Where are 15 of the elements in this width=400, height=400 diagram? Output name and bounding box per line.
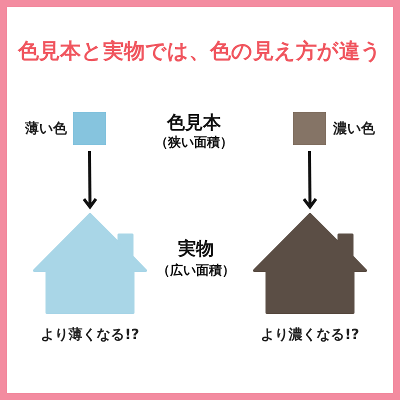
caption-text: より薄くなる!? bbox=[40, 326, 140, 344]
section-heading: 色見本 bbox=[167, 114, 221, 134]
color-swatch bbox=[293, 112, 326, 145]
section-heading: 実物 bbox=[178, 240, 214, 260]
area-note: （狭い面積） bbox=[155, 136, 233, 152]
color-swatch bbox=[73, 112, 106, 145]
arrow bbox=[302, 150, 318, 208]
house-icon bbox=[33, 213, 147, 314]
arrow bbox=[82, 150, 98, 208]
caption-text: 薄い色 bbox=[25, 120, 67, 138]
area-note: （広い面積） bbox=[157, 264, 235, 280]
house-icon bbox=[253, 213, 367, 314]
caption-text: 濃い色 bbox=[333, 120, 375, 138]
title: 色見本と実物では、色の見え方が違う bbox=[18, 38, 382, 64]
caption-text: より濃くなる!? bbox=[260, 326, 360, 344]
